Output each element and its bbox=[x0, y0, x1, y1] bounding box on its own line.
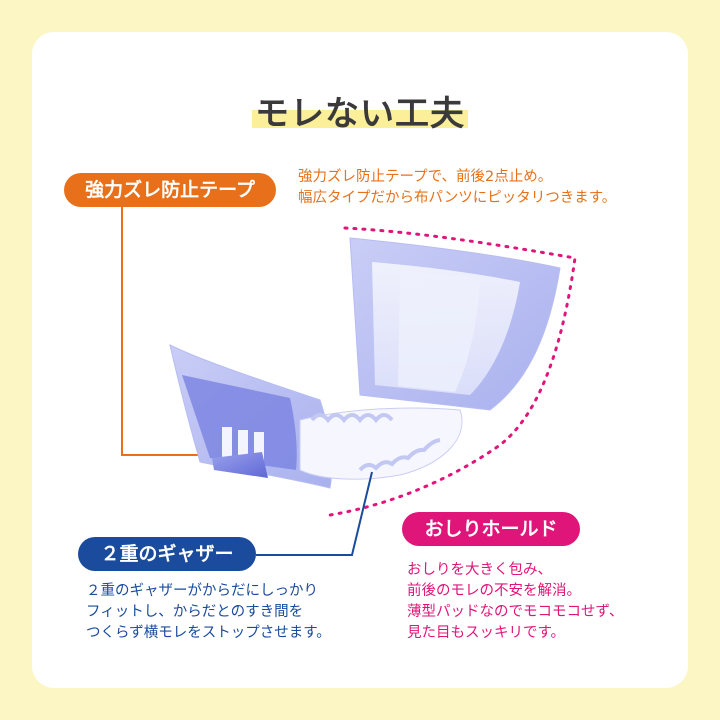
gather-description-line: フィットし、からだとのすき間を bbox=[86, 604, 304, 620]
page-title: モレない工夫 bbox=[255, 94, 465, 134]
tape-leader-line bbox=[121, 207, 212, 456]
tape-feature-badge: 強力ズレ防止テープ bbox=[64, 173, 276, 207]
title-highlight bbox=[252, 110, 468, 128]
tape-tab bbox=[212, 452, 268, 478]
hold-dotted-outline bbox=[328, 226, 577, 517]
gather-description-line: つくらず横モレをストップさせます。 bbox=[86, 625, 331, 641]
gather-leader-line bbox=[256, 471, 373, 556]
gather-feature-badge: ２重のギャザー bbox=[78, 537, 256, 571]
gather-feature-description: ２重のギャザーがからだにしっかり フィットし、からだとのすき間を つくらず横モレ… bbox=[86, 581, 331, 644]
gather-description-line: ２重のギャザーがからだにしっかり bbox=[86, 583, 318, 599]
hold-description-line: おしりを大きく包み、 bbox=[407, 562, 552, 578]
tape-description-line: 強力ズレ防止テープで、前後2点止め。 bbox=[298, 169, 553, 185]
hold-description-line: 薄型パッドなのでモコモコせず、 bbox=[407, 604, 624, 620]
pad-channel bbox=[299, 407, 463, 480]
tape-feature-description: 強力ズレ防止テープで、前後2点止め。 幅広タイプだから布パンツにピッタリつきます… bbox=[298, 167, 616, 209]
gather-left bbox=[310, 413, 394, 424]
hold-description-line: 見た目もスッキリです。 bbox=[407, 625, 566, 641]
tape-description-line: 幅広タイプだから布パンツにピッタリつきます。 bbox=[298, 190, 617, 206]
hold-feature-description: おしりを大きく包み、 前後のモレの不安を解消。 薄型パッドなのでモコモコせず、 … bbox=[407, 560, 623, 644]
hold-feature-badge: おしりホールド bbox=[402, 512, 580, 546]
gather-right bbox=[358, 438, 441, 472]
hold-description-line: 前後のモレの不安を解消。 bbox=[407, 583, 581, 599]
